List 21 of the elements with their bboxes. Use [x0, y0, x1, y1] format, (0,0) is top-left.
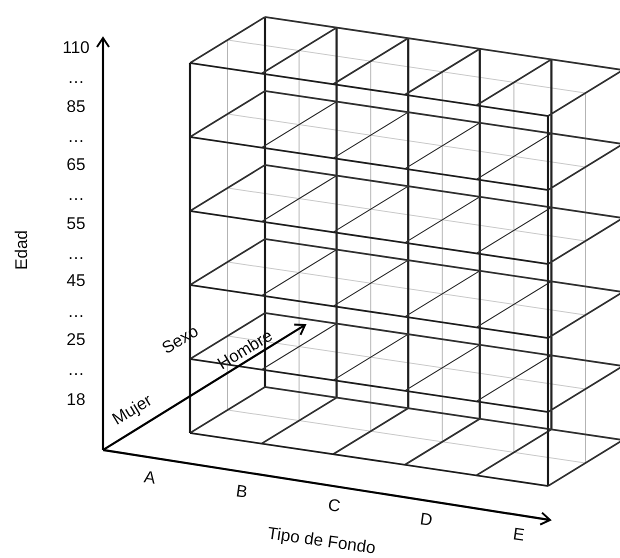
- axis-title: Sexo: [158, 321, 202, 359]
- tick-label: 85: [66, 97, 86, 117]
- tick-label: 110: [62, 38, 90, 58]
- tick-label: 55: [66, 214, 86, 234]
- tick-label: 18: [66, 390, 86, 410]
- category-label: B: [234, 481, 248, 503]
- ellipsis-tick: …: [68, 127, 84, 147]
- axis-title: Edad: [12, 230, 32, 270]
- category-label: C: [326, 495, 342, 517]
- ellipsis-tick: …: [68, 244, 84, 264]
- category-label: A: [142, 467, 156, 489]
- ellipsis-tick: …: [68, 360, 84, 380]
- tick-label: 45: [66, 271, 86, 291]
- tick-label: 25: [66, 330, 86, 350]
- ellipsis-tick: …: [68, 68, 84, 88]
- tick-label: 65: [66, 155, 86, 175]
- category-label: D: [418, 509, 434, 531]
- ellipsis-tick: …: [68, 302, 84, 322]
- category-label: E: [511, 524, 526, 546]
- axis-title: Tipo de Fondo: [266, 524, 376, 558]
- ellipsis-tick: …: [68, 185, 84, 205]
